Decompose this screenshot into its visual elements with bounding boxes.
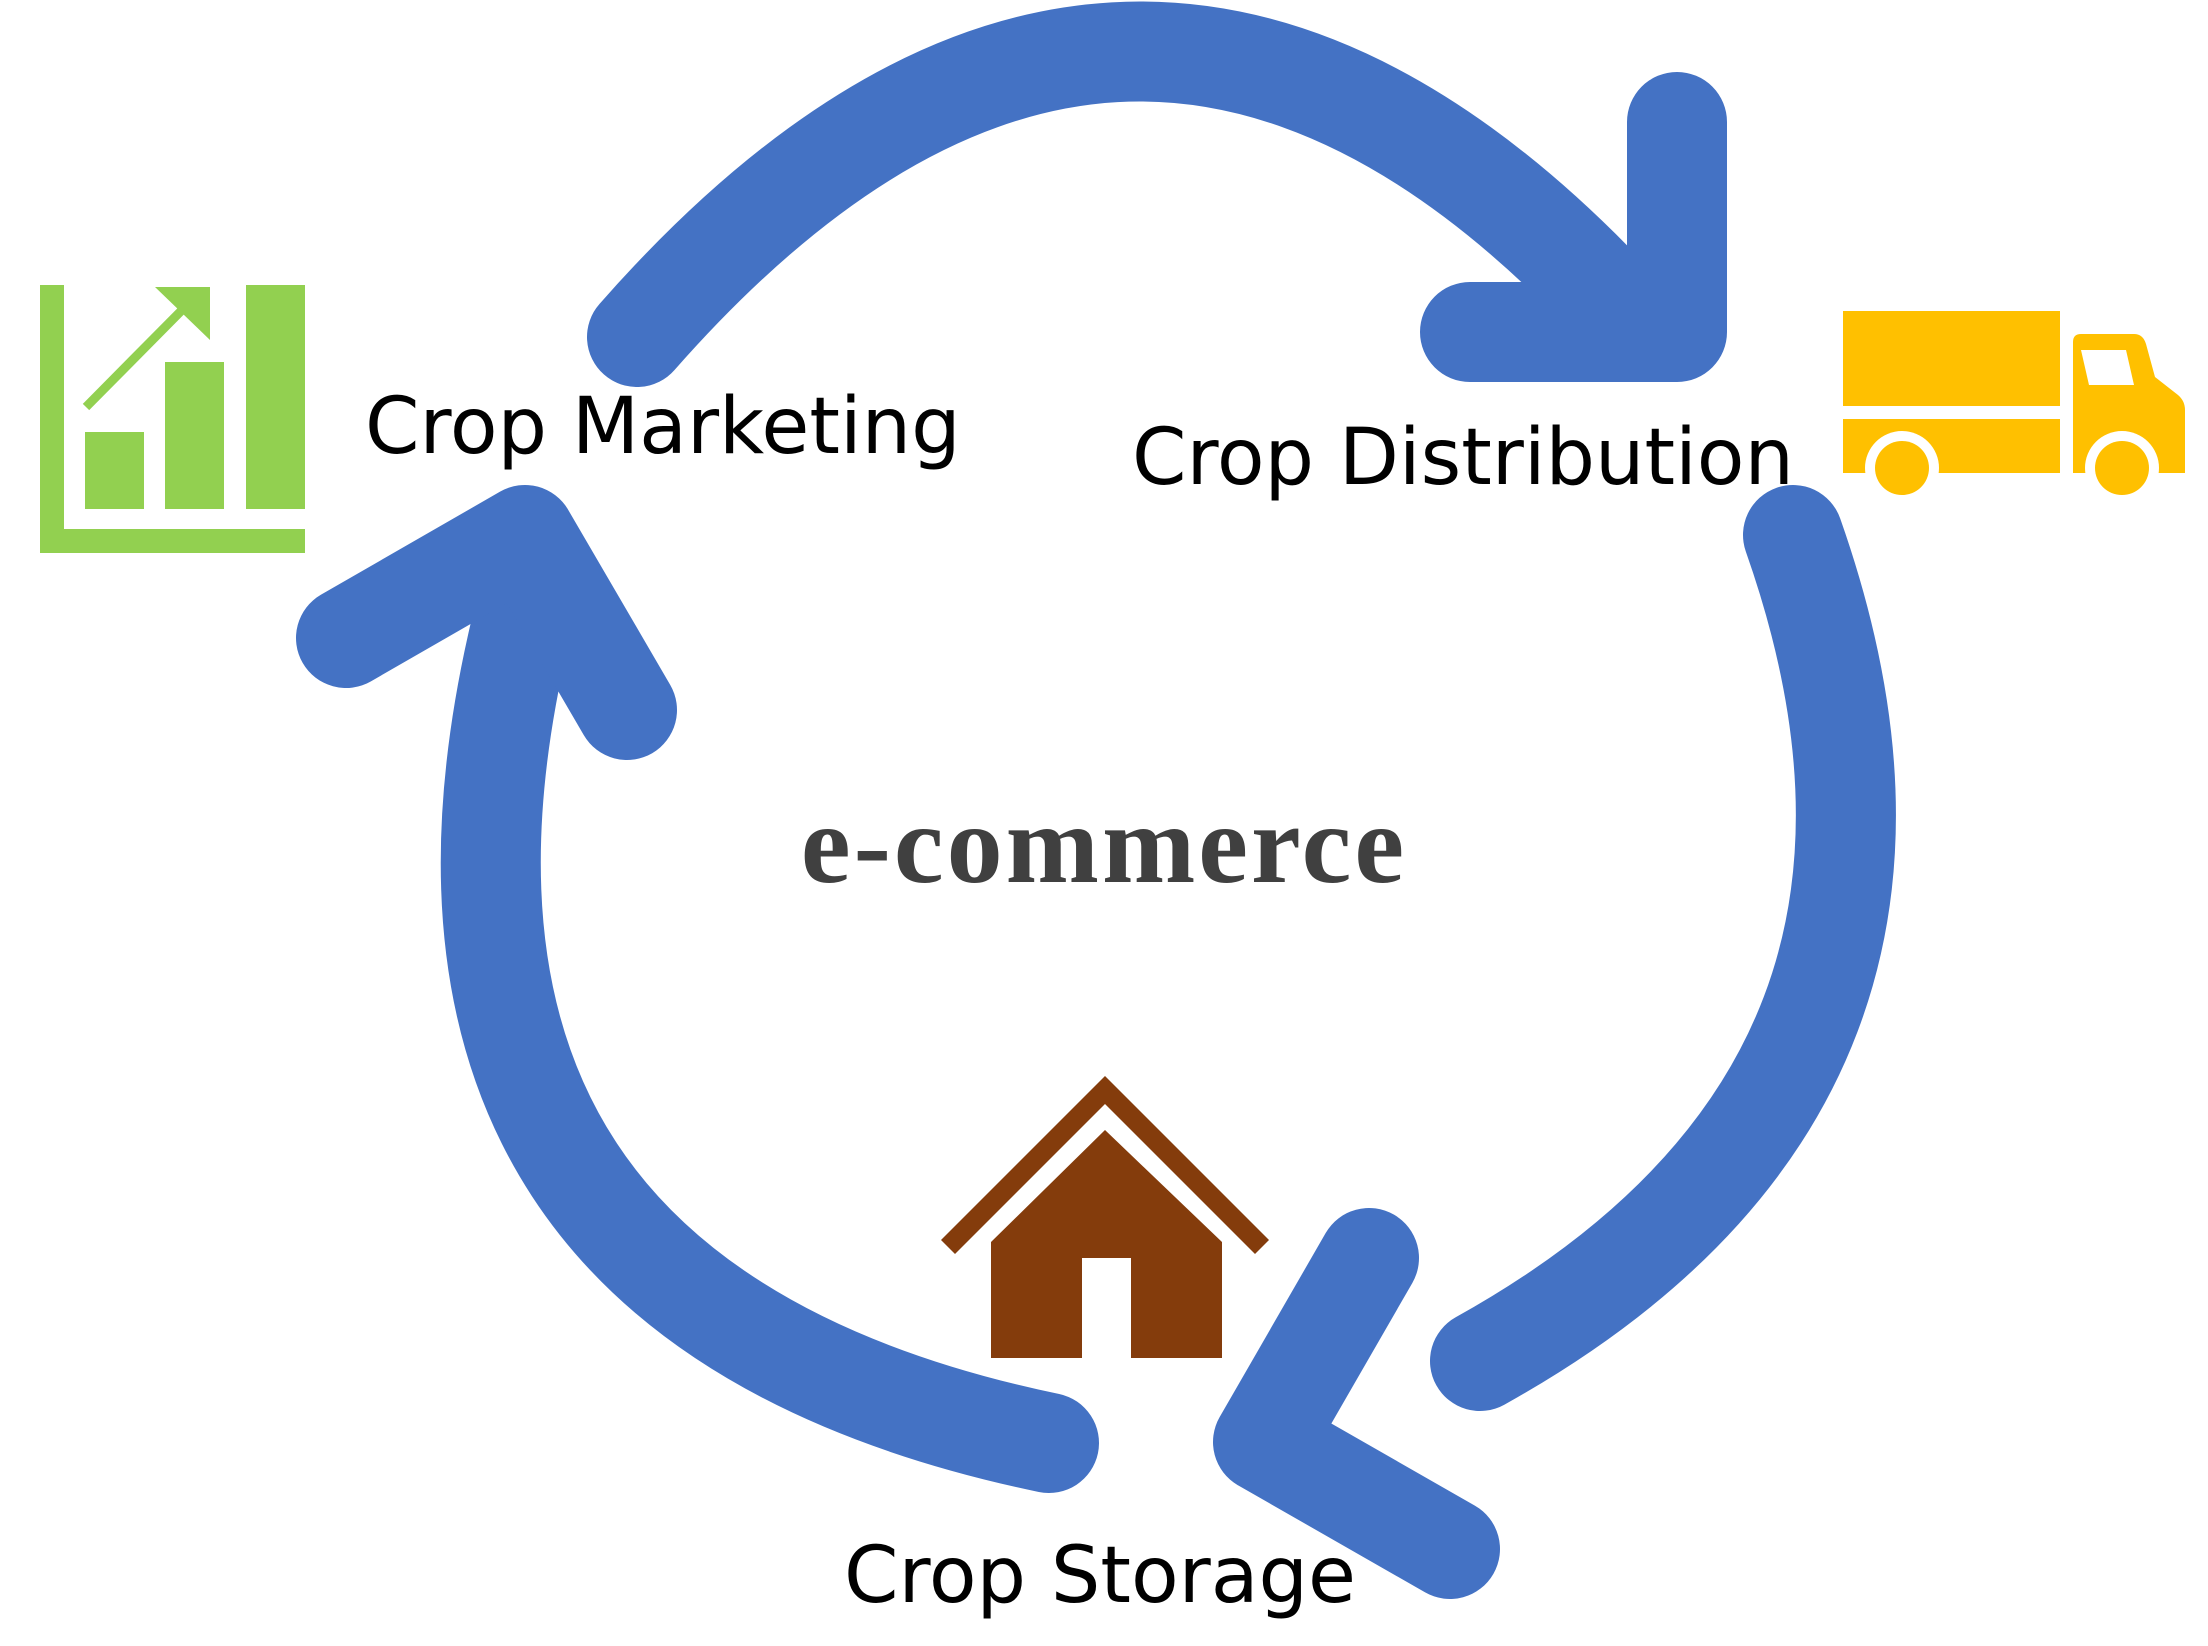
- house-icon: [941, 1076, 1269, 1358]
- stage-label-crop-marketing: Crop Marketing: [365, 382, 961, 472]
- arrow-storage-to-marketing: [296, 485, 1099, 1493]
- delivery-truck-icon: [1843, 311, 2185, 505]
- stage-label-crop-storage: Crop Storage: [844, 1531, 1357, 1621]
- bar-chart-growth-icon: [40, 285, 305, 553]
- arrow-distribution-to-storage: [1213, 485, 1896, 1599]
- center-title: e-commerce: [800, 783, 1408, 907]
- arrow-marketing-to-distribution: [587, 1, 1727, 387]
- stage-label-crop-distribution: Crop Distribution: [1132, 413, 1794, 503]
